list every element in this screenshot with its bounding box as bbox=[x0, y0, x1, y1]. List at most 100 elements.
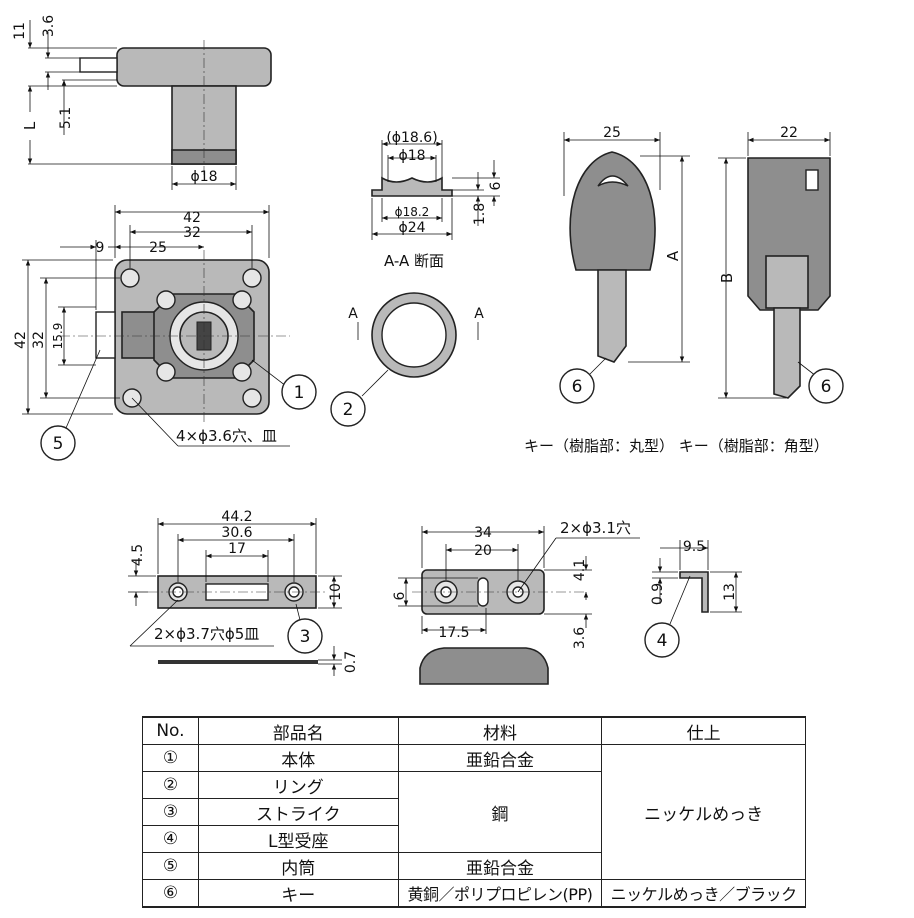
dim-phi18: ϕ18 bbox=[190, 169, 217, 185]
dim-strike-w30-6: 30.6 bbox=[221, 525, 252, 541]
key-round-blade bbox=[597, 269, 627, 363]
header-no: No. bbox=[142, 716, 199, 745]
row-material-steel: 鋼 bbox=[397, 771, 603, 853]
lock-bolt bbox=[79, 57, 118, 73]
inner-profile bbox=[419, 647, 549, 685]
bracket-view: 9.5 0.9 13 bbox=[650, 539, 742, 625]
table-header-row: No. 部品名 材料 仕上 bbox=[142, 716, 806, 745]
dim-h15-9: 15.9 bbox=[51, 323, 65, 350]
row-name: 本体 bbox=[197, 744, 399, 772]
dim-3-6: 3.6 bbox=[41, 15, 57, 37]
row-name: ストライク bbox=[197, 798, 399, 826]
dim-strike-h10: 10 bbox=[328, 583, 344, 601]
strike-view: 44.2 30.6 17 4.5 10 0.7 2×ϕ3.7穴ϕ5皿 bbox=[128, 509, 359, 676]
front-view: 42 32 25 9 42 32 15.9 4×ϕ3.6穴、皿 bbox=[13, 205, 290, 447]
callout-2: 2 bbox=[343, 400, 354, 420]
front-hole-note: 4×ϕ3.6穴、皿 bbox=[176, 427, 277, 445]
dim-phi24: ϕ24 bbox=[398, 220, 425, 236]
bolt-slot bbox=[95, 311, 116, 359]
row-name: 内筒 bbox=[197, 852, 399, 880]
header-finish: 仕上 bbox=[601, 716, 806, 745]
dim-h32: 32 bbox=[31, 331, 47, 349]
parts-table: No. 部品名 材料 仕上 ① 本体 亜鉛合金 ニッケルめっき ② リング 鋼 … bbox=[142, 716, 806, 908]
dim-w42: 42 bbox=[183, 210, 201, 226]
row-material: 黄銅／ポリプロピレン(PP) bbox=[397, 879, 603, 908]
dim-inner-w34: 34 bbox=[474, 525, 492, 541]
dim-5-1: 5.1 bbox=[58, 107, 74, 129]
row-material: 亜鉛合金 bbox=[397, 744, 603, 772]
technical-drawing: 11 3.6 L 5.1 ϕ18 bbox=[12, 15, 844, 685]
table-row: ① 本体 亜鉛合金 ニッケルめっき bbox=[142, 744, 806, 880]
dim-11: 11 bbox=[12, 22, 28, 40]
callout-3: 3 bbox=[300, 627, 311, 647]
dim-inner-w20: 20 bbox=[474, 543, 492, 559]
dim-key-w25: 25 bbox=[603, 125, 621, 141]
callouts: 1 2 5 6 6 3 4 bbox=[40, 368, 844, 658]
ring-section bbox=[371, 176, 453, 197]
key-round-view: 25 A bbox=[563, 125, 690, 375]
dim-phi18-6: (ϕ18.6) bbox=[386, 130, 437, 146]
key-square-blade bbox=[773, 307, 801, 399]
header-part-name: 部品名 bbox=[197, 716, 399, 745]
row-name: L型受座 bbox=[197, 825, 399, 853]
row-no: ① bbox=[142, 744, 199, 772]
mount-hole-tr bbox=[242, 268, 262, 288]
key-caption: キー（樹脂部：丸型） キー（樹脂部：角型） bbox=[524, 437, 829, 455]
dim-strike-w17: 17 bbox=[228, 541, 246, 557]
dim-strike-t0-7: 0.7 bbox=[343, 651, 359, 673]
dim-bracket-w9-5: 9.5 bbox=[683, 539, 705, 555]
dim-l: L bbox=[21, 121, 39, 130]
row-no: ⑤ bbox=[142, 852, 199, 880]
dim-strike-w44-2: 44.2 bbox=[221, 509, 252, 525]
cut-a-right: A bbox=[474, 306, 484, 322]
dim-bracket-t0-9: 0.9 bbox=[650, 583, 666, 605]
table-row: ⑥ キー 黄銅／ポリプロピレン(PP) ニッケルめっき／ブラック bbox=[142, 879, 806, 908]
dim-inner-h6: 6 bbox=[392, 591, 408, 600]
row-no: ③ bbox=[142, 798, 199, 826]
dim-key-b: B bbox=[718, 273, 736, 283]
table-row: ② リング 鋼 bbox=[142, 771, 806, 853]
section-view: (ϕ18.6) ϕ18 ϕ18.2 ϕ24 6 1.8 A-A 断面 A A bbox=[348, 130, 504, 397]
key-square-view: 22 B bbox=[718, 125, 831, 399]
row-material: 亜鉛合金 bbox=[397, 852, 603, 880]
row-name: リング bbox=[197, 771, 399, 799]
row-no: ⑥ bbox=[142, 879, 199, 908]
row-finish-nickel: ニッケルめっき bbox=[601, 744, 806, 880]
l-bracket bbox=[679, 571, 709, 613]
inner-tube-view: 34 20 17.5 6 4.1 3.6 2×ϕ3.1穴 bbox=[392, 519, 640, 685]
mount-hole-br bbox=[242, 388, 262, 408]
strike-edge bbox=[158, 660, 318, 664]
key-square-collar bbox=[765, 255, 809, 309]
row-name: キー bbox=[197, 879, 399, 908]
callout-4: 4 bbox=[657, 631, 668, 651]
dim-phi18-2: ϕ18.2 bbox=[395, 205, 430, 219]
row-finish: ニッケルめっき／ブラック bbox=[601, 879, 806, 908]
key-round-head bbox=[569, 151, 656, 271]
side-view: 11 3.6 L 5.1 ϕ18 bbox=[12, 15, 272, 190]
row-no: ④ bbox=[142, 825, 199, 853]
dim-inner-h4-1: 4.1 bbox=[572, 559, 588, 581]
section-caption: A-A 断面 bbox=[384, 252, 444, 270]
dim-key-a: A bbox=[664, 250, 682, 261]
dim-sec-phi18: ϕ18 bbox=[398, 148, 425, 164]
inner-hole-note: 2×ϕ3.1穴 bbox=[560, 519, 631, 537]
table-row: ③ ストライク bbox=[142, 798, 806, 826]
callout-5: 5 bbox=[53, 434, 64, 454]
dim-h42: 42 bbox=[13, 331, 29, 349]
callout-6-square: 6 bbox=[821, 377, 832, 397]
dim-key-w22: 22 bbox=[780, 125, 798, 141]
callout-6-round: 6 bbox=[572, 377, 583, 397]
dim-inner-h3-6: 3.6 bbox=[572, 627, 588, 649]
strike-hole-note: 2×ϕ3.7穴ϕ5皿 bbox=[154, 625, 259, 643]
lock-head bbox=[116, 47, 272, 87]
cut-a-left: A bbox=[348, 306, 358, 322]
dim-w25: 25 bbox=[149, 240, 167, 256]
dim-bracket-h13: 13 bbox=[722, 583, 738, 601]
row-no: ② bbox=[142, 771, 199, 799]
dim-inner-w17-5: 17.5 bbox=[438, 625, 469, 641]
dim-sec-h1-8: 1.8 bbox=[472, 203, 488, 225]
table-row: ⑤ 内筒 亜鉛合金 bbox=[142, 852, 806, 880]
dim-sec-h6: 6 bbox=[488, 181, 504, 190]
mount-hole-tl bbox=[120, 268, 140, 288]
dim-w9: 9 bbox=[96, 240, 105, 256]
